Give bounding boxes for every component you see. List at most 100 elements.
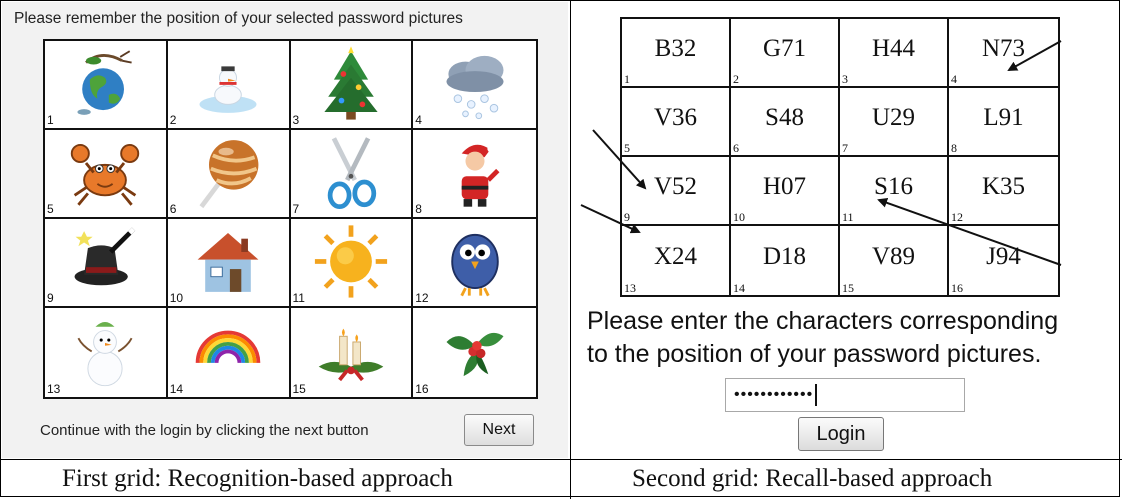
picture-number: 2 (169, 113, 177, 127)
code-cell-1: B32 1 (622, 19, 731, 88)
cell-code: G71 (762, 34, 807, 62)
house-icon (197, 232, 259, 292)
cell-code: L91 (983, 103, 1024, 131)
picture-number: 1 (47, 113, 54, 127)
cell-code: V36 (653, 103, 698, 131)
cell-code: N73 (981, 34, 1026, 62)
recall-caption: Second grid: Recall-based approach (632, 465, 993, 492)
cell-code: V52 (653, 172, 698, 200)
picture-number: 15 (292, 382, 306, 396)
picture-cell-13[interactable]: 13 (45, 308, 168, 397)
cell-code: H44 (871, 34, 916, 62)
recall-instruction: Please enter the characters correspondin… (587, 305, 1117, 371)
cell-code: U29 (871, 103, 916, 131)
cell-number: 8 (951, 141, 957, 155)
cell-code: S48 (765, 103, 804, 131)
picture-cell-11[interactable]: 11 (290, 219, 414, 308)
scissors-icon (327, 136, 377, 209)
cell-number: 2 (733, 72, 739, 86)
snow-cloud-icon (446, 55, 504, 119)
recognition-instruction: Please remember the position of your sel… (14, 10, 463, 27)
picture-grid: 1 2 3 (43, 39, 538, 399)
globe-icon (77, 49, 133, 115)
picture-cell-12[interactable]: 12 (413, 219, 536, 308)
picture-number: 5 (47, 202, 54, 216)
code-cell-8: L91 8 (949, 88, 1058, 157)
picture-number: 6 (169, 202, 177, 216)
cell-number: 11 (842, 210, 854, 224)
picture-cell-10[interactable]: 10 (167, 219, 291, 308)
next-button[interactable]: Next (464, 414, 534, 446)
code-cell-12: K35 12 (949, 157, 1058, 226)
cell-code: D18 (762, 242, 807, 270)
code-cell-11: S16 11 (840, 157, 949, 226)
cell-number: 1 (624, 72, 630, 86)
picture-cell-9[interactable]: 9 (45, 219, 168, 308)
continue-instruction: Continue with the login by clicking the … (40, 422, 369, 439)
sun-icon (314, 224, 387, 298)
cell-number: 9 (624, 210, 630, 224)
picture-number: 11 (292, 291, 305, 305)
picture-cell-1[interactable]: 1 (45, 41, 168, 130)
cell-number: 6 (733, 141, 739, 155)
picture-cell-4[interactable]: 4 (413, 41, 536, 130)
cell-number: 10 (733, 210, 745, 224)
password-input[interactable]: •••••••••••• (725, 378, 965, 412)
melting-snowman-icon (199, 65, 257, 113)
cell-code: S16 (874, 172, 913, 200)
instruction-line-1: Please enter the characters correspondin… (587, 307, 1059, 335)
picture-number: 14 (169, 382, 184, 396)
recognition-panel: Please remember the position of your sel… (2, 2, 568, 458)
text-caret (815, 384, 817, 406)
code-cell-9: V52 9 (622, 157, 731, 226)
code-cell-2: G71 2 (731, 19, 840, 88)
picture-cell-7[interactable]: 7 (290, 130, 414, 219)
cell-number: 7 (842, 141, 848, 155)
snowman-icon (77, 321, 133, 386)
cell-code: H07 (762, 172, 807, 200)
picture-cell-15[interactable]: 15 (291, 308, 414, 397)
picture-cell-8[interactable]: 8 (413, 130, 536, 219)
christmas-tree-icon (324, 45, 378, 120)
cell-code: J94 (986, 242, 1021, 270)
picture-cell-16[interactable]: 16 (413, 308, 536, 397)
picture-number: 10 (169, 291, 184, 305)
holly-icon (446, 332, 504, 376)
panel-divider (570, 0, 571, 499)
picture-number: 13 (47, 382, 61, 396)
picture-number: 8 (415, 202, 422, 216)
picture-number: 16 (415, 382, 429, 396)
instruction-line-2: to the position of your password picture… (587, 340, 1042, 368)
caption-divider (0, 459, 1122, 460)
blue-bird-icon (450, 233, 499, 296)
cell-code: K35 (981, 172, 1026, 200)
rainbow-icon (195, 330, 261, 363)
cell-code: V89 (871, 242, 916, 270)
picture-number: 7 (292, 202, 300, 216)
cell-code: B32 (654, 34, 697, 62)
picture-cell-3[interactable]: 3 (290, 41, 414, 130)
picture-number: 4 (415, 113, 422, 127)
picture-number: 12 (415, 291, 429, 305)
login-button[interactable]: Login (798, 417, 884, 451)
picture-cell-6[interactable]: 6 (167, 130, 291, 219)
picture-cell-5[interactable]: 5 (45, 130, 168, 219)
cell-number: 16 (951, 281, 963, 295)
lollipop-icon (199, 139, 259, 208)
picture-cell-2[interactable]: 2 (167, 41, 291, 130)
code-cell-10: H07 10 (731, 157, 840, 226)
recognition-caption: First grid: Recognition-based approach (62, 465, 453, 492)
picture-number: 3 (292, 113, 300, 127)
picture-cell-14[interactable]: 14 (168, 308, 291, 397)
magic-hat-icon (74, 227, 136, 285)
cell-number: 12 (951, 210, 963, 224)
